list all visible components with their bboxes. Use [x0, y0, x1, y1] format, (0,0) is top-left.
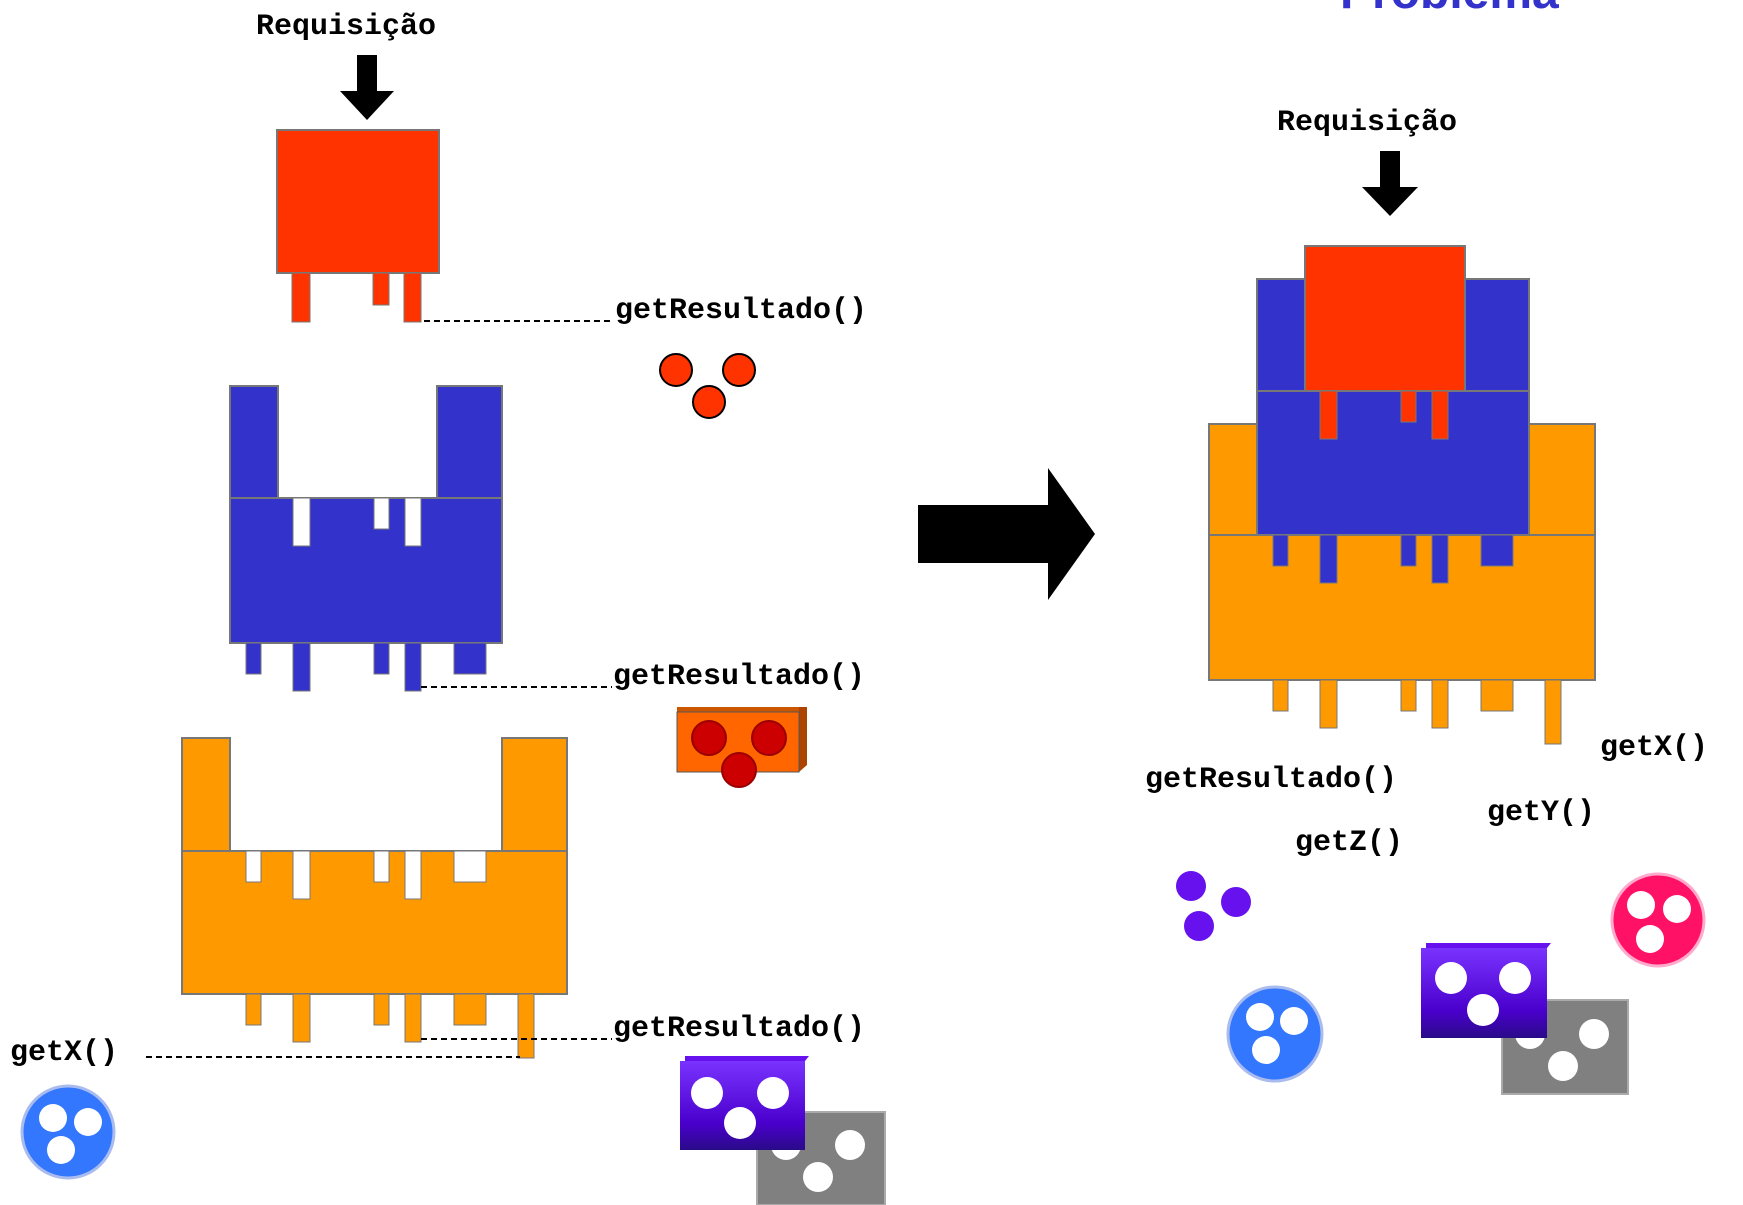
right-gety-label: getY(): [1487, 796, 1595, 830]
orange-component: [181, 737, 568, 1059]
purple-dots-icon: [1176, 871, 1251, 941]
right-getresultado-label: getResultado(): [1145, 763, 1397, 797]
right-getz-label: getZ(): [1295, 826, 1403, 860]
three-dots-icon: [659, 353, 756, 419]
down-arrow-icon: [340, 55, 394, 120]
three-dots-box-icon: [676, 707, 807, 788]
purple-dots-box-icon: [680, 1056, 809, 1150]
stacked-red-component: [1304, 245, 1466, 440]
blue-component: [229, 385, 503, 692]
right-arrow-icon: [918, 468, 1095, 600]
orange-x-label: getX(): [10, 1036, 118, 1070]
request-label: Requisição: [256, 10, 436, 44]
red-component: [276, 129, 440, 323]
pink-dots-circle-icon: [1610, 872, 1706, 968]
right-request-label: Requisição: [1277, 106, 1457, 140]
slide-title: Problema: [1340, 0, 1559, 19]
blue-result-label: getResultado(): [613, 660, 865, 694]
right-getx-label: getX(): [1600, 731, 1708, 765]
orange-result-label: getResultado(): [613, 1012, 865, 1046]
three-dots-circle-icon: [20, 1084, 116, 1180]
blue-dots-circle-icon: [1226, 985, 1324, 1083]
red-result-label: getResultado(): [615, 294, 867, 328]
right-down-arrow-icon: [1362, 151, 1418, 216]
right-purple-dots-box-icon: [1421, 943, 1551, 1038]
